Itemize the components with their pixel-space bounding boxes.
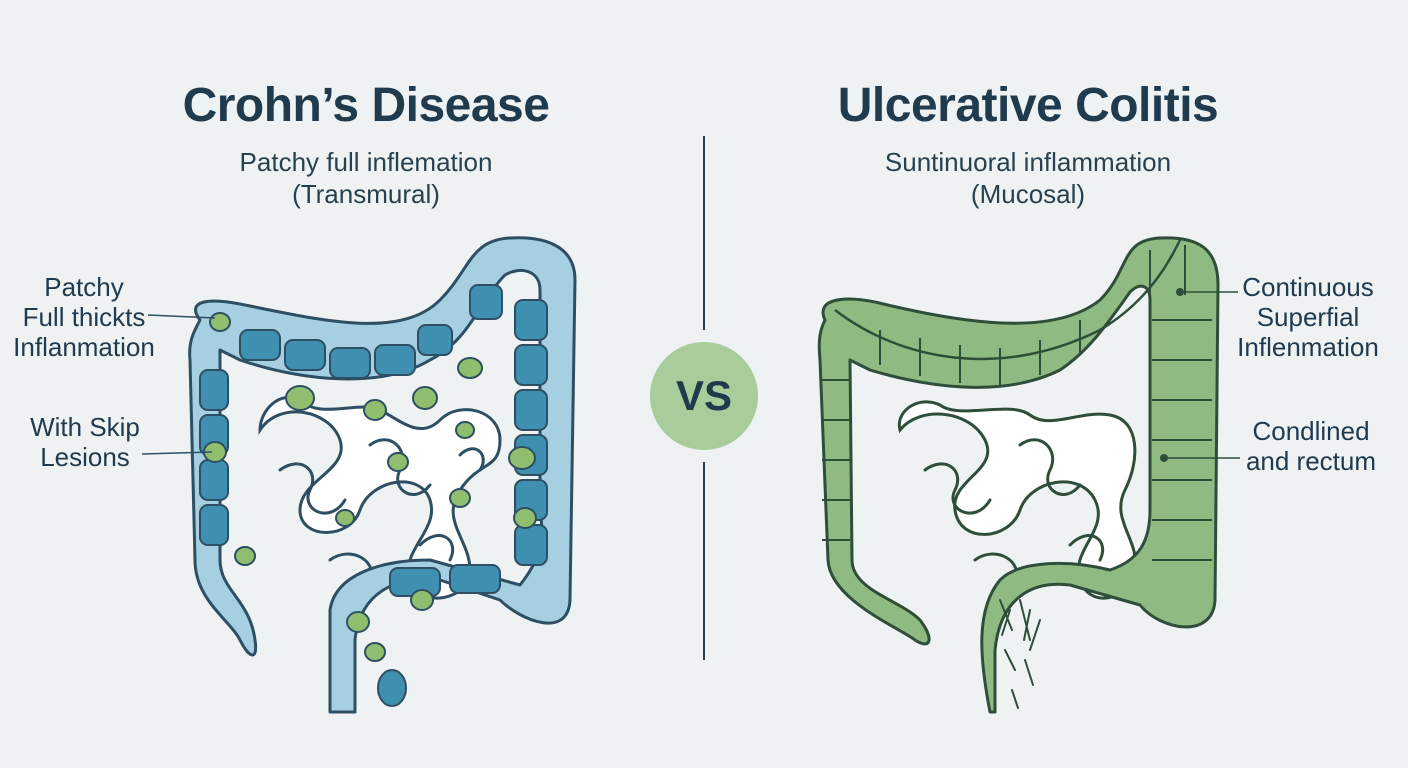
uc-label2-line1: Condlined	[1252, 416, 1370, 446]
uc-label1-line2: Superfial	[1256, 302, 1360, 332]
uc-rectum-striations	[999, 599, 1041, 709]
crohns-label1-line3: Inflanmation	[13, 332, 155, 362]
crohns-subtitle-line2: (Transmural)	[292, 179, 440, 209]
uc-label1-line1: Continuous	[1242, 272, 1374, 302]
uc-colon	[817, 236, 1220, 714]
uc-subtitle-line1: Suntinuoral inflammation	[884, 147, 1172, 177]
crohns-label1-line1: Patchy	[44, 272, 124, 302]
crohns-subtitle: Patchy full inflemation (Transmural)	[86, 146, 646, 210]
divider-top	[703, 136, 705, 330]
crohns-label2-line2: Lesions	[40, 442, 130, 472]
crohns-subtitle-line1: Patchy full inflemation	[239, 147, 493, 177]
vs-badge: VS	[650, 342, 758, 450]
crohns-label-full-thickness: Patchy Full thickts Inflanmation	[4, 272, 164, 362]
uc-label-rectum: Condlined and rectum	[1236, 416, 1386, 476]
crohns-label2-line1: With Skip	[30, 412, 140, 442]
divider-bottom	[703, 462, 705, 660]
crohns-label-skip-lesions: With Skip Lesions	[20, 412, 150, 472]
uc-subtitle: Suntinuoral inflammation (Mucosal)	[748, 146, 1308, 210]
uc-label2-line2: and rectum	[1245, 446, 1377, 476]
crohns-skip-lesions	[203, 312, 537, 662]
uc-label1-line3: Inflenmation	[1237, 332, 1379, 362]
crohns-title: Crohn’s Disease	[182, 79, 550, 132]
uc-haustra	[822, 245, 1212, 561]
crohns-label1-line2: Full thickts	[22, 302, 146, 332]
vs-text: VS	[675, 372, 733, 419]
uc-subtitle-line2: (Mucosal)	[970, 179, 1086, 209]
crohns-label1-leader	[147, 314, 216, 319]
uc-small-intestine	[897, 400, 1138, 600]
uc-title: Ulcerative Colitis	[837, 79, 1219, 132]
crohns-label2-leader	[141, 451, 213, 455]
uc-label-continuous: Continuous Superfial Inflenmation	[1228, 272, 1388, 362]
